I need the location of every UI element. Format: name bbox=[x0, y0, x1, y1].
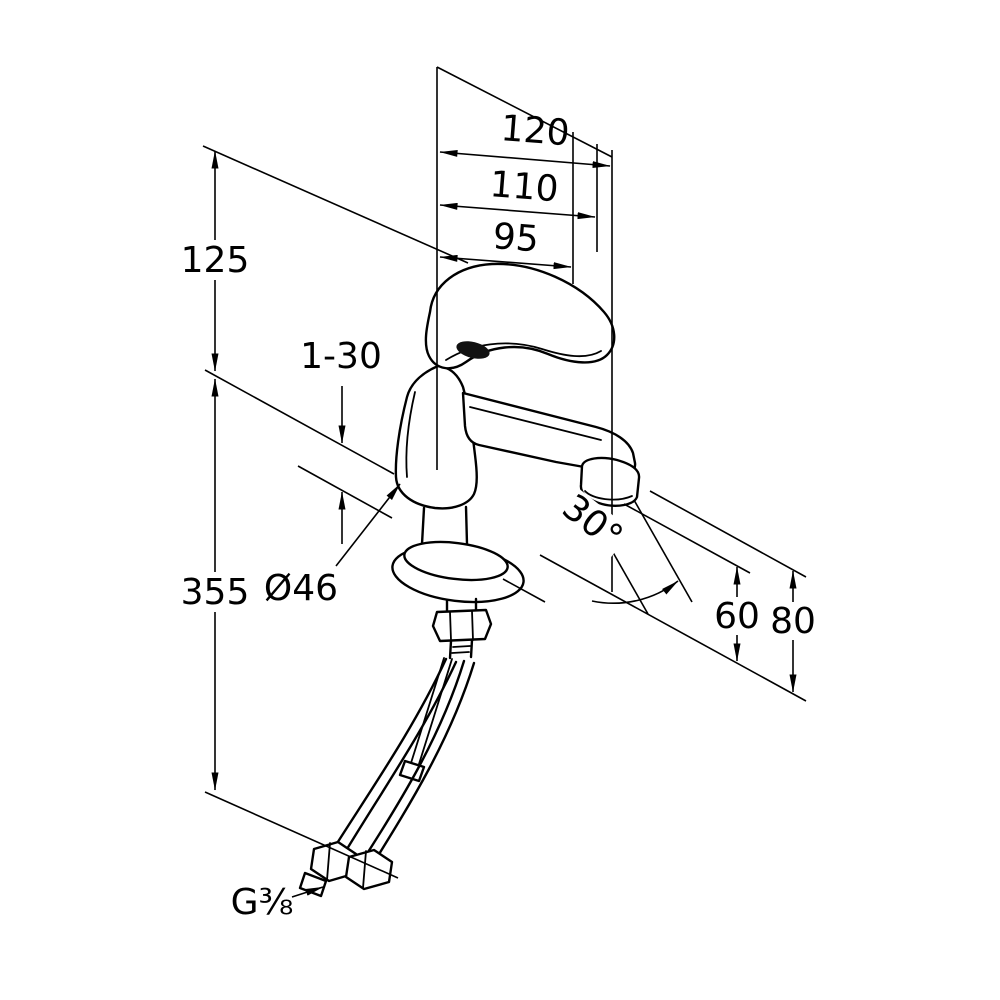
shank-hex-nut bbox=[431, 608, 493, 643]
thread-stub-left bbox=[448, 639, 453, 660]
extension-hose-end bbox=[204, 791, 399, 879]
supply-hose-2-edge-a bbox=[359, 659, 466, 865]
dimension-spout-reach-110: 110 bbox=[439, 164, 596, 220]
dimension-label-60: 60 bbox=[714, 596, 760, 637]
deck-surface-line-left bbox=[204, 369, 395, 475]
dimension-line-110 bbox=[439, 202, 596, 220]
deck-underside-line-right bbox=[502, 578, 546, 603]
label-mask-60 bbox=[713, 597, 761, 635]
label-mask-125 bbox=[182, 240, 248, 280]
dimension-spout-height-80: 80 bbox=[769, 570, 817, 693]
faucet-body-highlight bbox=[405, 391, 416, 478]
dimension-label-95: 95 bbox=[491, 216, 540, 260]
dimension-label-g38: G⅜ bbox=[231, 882, 294, 923]
leader-line-thread bbox=[291, 886, 324, 898]
dimension-aerator-height-60: 60 bbox=[713, 566, 761, 662]
dimension-label-1-30: 1-30 bbox=[300, 336, 382, 377]
supply-hose-1-edge-b bbox=[342, 660, 458, 856]
deck-surface-line-right bbox=[539, 554, 807, 702]
extension-lines bbox=[202, 66, 807, 879]
leader-line-diameter bbox=[335, 483, 401, 567]
thread-stub-right bbox=[469, 638, 474, 659]
supply-hose-2-edge-b bbox=[369, 661, 476, 869]
extension-faucet-top bbox=[202, 145, 469, 264]
label-mask-30-degrees bbox=[553, 485, 633, 559]
supply-hose-1-edge-a bbox=[332, 657, 448, 850]
extension-top-slanted-edge bbox=[436, 66, 613, 158]
dimension-label-120: 120 bbox=[499, 108, 571, 154]
angle-arc-30-degrees bbox=[591, 580, 679, 604]
aerator-outlet-edge bbox=[584, 490, 633, 501]
fitting-1-facet bbox=[326, 842, 331, 881]
faucet-handle-lever bbox=[424, 262, 616, 370]
mounting-stud-edge-2 bbox=[418, 658, 453, 765]
nut-facet-left bbox=[449, 611, 452, 641]
faucet-illustration bbox=[298, 262, 641, 898]
fitting-2-facet bbox=[362, 850, 367, 889]
water-stream-line-2 bbox=[633, 499, 693, 603]
dimension-label-355: 355 bbox=[181, 572, 250, 613]
label-mask-355 bbox=[182, 572, 248, 612]
dimension-label-80: 80 bbox=[770, 601, 816, 642]
extension-aerator-outlet bbox=[623, 503, 751, 574]
label-mask-80 bbox=[769, 602, 817, 640]
dimension-label-110: 110 bbox=[488, 164, 560, 210]
thread-tick-2 bbox=[451, 651, 470, 654]
nut-facet-right bbox=[471, 610, 474, 641]
dimension-handle-reach-95: 95 bbox=[439, 216, 572, 270]
dimension-line-120 bbox=[439, 149, 611, 169]
dimension-label-diameter-46: Ø46 bbox=[264, 568, 338, 609]
dimension-label-125: 125 bbox=[181, 240, 250, 281]
dimension-base-diameter-46: Ø46 bbox=[264, 483, 401, 609]
dimension-height-above-deck-125: 125 bbox=[181, 150, 250, 372]
base-neck-left bbox=[420, 506, 426, 546]
dimension-connection-thread-g38: G⅜ bbox=[231, 882, 324, 923]
hose-fitting-2 bbox=[344, 848, 394, 891]
thread-tick-1 bbox=[452, 645, 471, 648]
dimension-overall-height-355: 355 bbox=[181, 378, 250, 791]
dimension-overall-depth-120: 120 bbox=[439, 108, 611, 169]
base-neck-right bbox=[464, 505, 469, 546]
dimension-line-95 bbox=[439, 254, 572, 270]
deck-underside-line-left bbox=[297, 465, 393, 519]
spout-top-edge bbox=[469, 406, 602, 441]
base-escutcheon-top bbox=[403, 540, 509, 582]
handle-accent-dot bbox=[456, 341, 490, 359]
extension-spout-outlet-top bbox=[649, 490, 807, 578]
dimension-deck-thickness-1-30: 1-30 bbox=[300, 336, 382, 544]
